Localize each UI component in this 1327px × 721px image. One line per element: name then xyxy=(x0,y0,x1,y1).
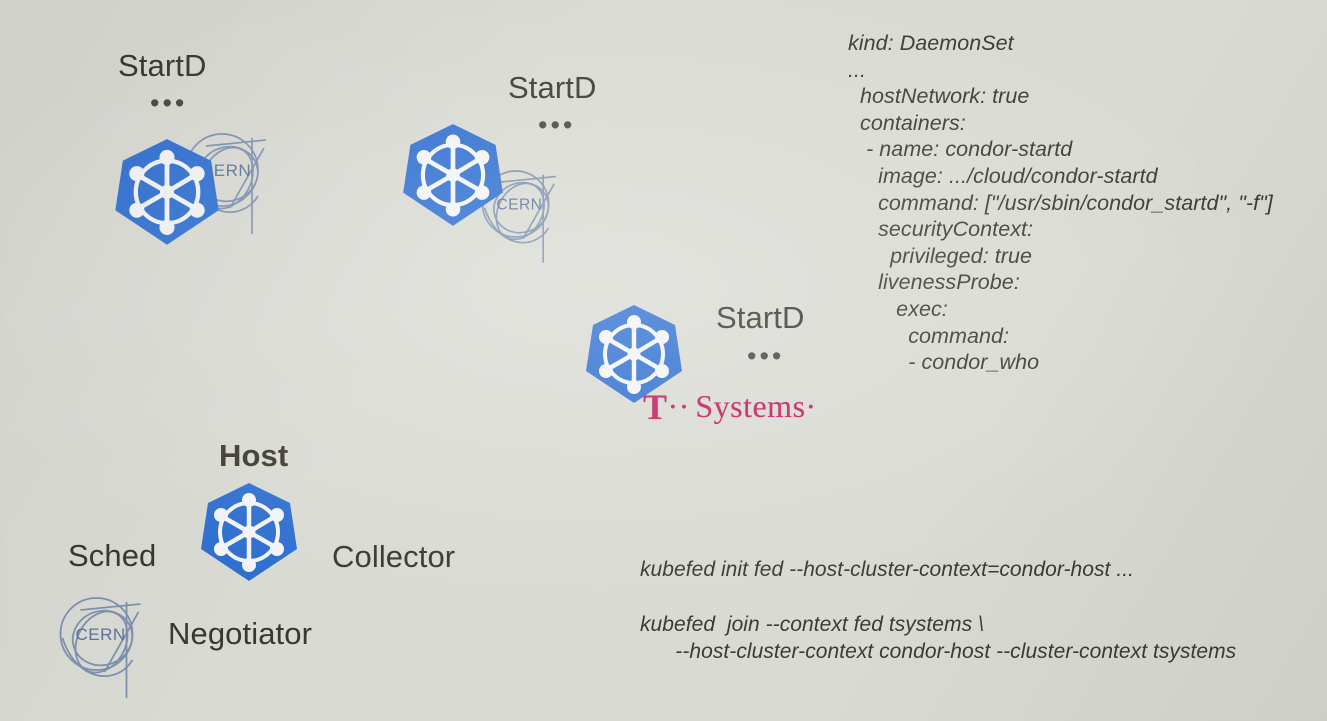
daemonset-yaml: kind: DaemonSet ... hostNetwork: true co… xyxy=(848,30,1273,376)
t-systems-mark: T xyxy=(643,387,668,427)
collector-label: Collector xyxy=(332,539,456,574)
negotiator-label: Negotiator xyxy=(168,616,313,651)
cern-logo-text: CERN xyxy=(201,161,251,180)
cern-logo-text: CERN xyxy=(496,197,542,214)
kubefed-join-command-line-1: kubefed join --context fed tsystems \ xyxy=(640,613,984,636)
yaml-line: kind: DaemonSet xyxy=(848,31,1014,55)
yaml-line: command: ["/usr/sbin/condor_startd", "-f… xyxy=(848,190,1273,215)
t-systems-dot-2: · xyxy=(678,388,696,424)
startd-3-ellipsis: ••• xyxy=(747,341,785,371)
command-spacer xyxy=(640,583,1236,611)
yaml-line: containers: xyxy=(848,110,966,135)
startd-1-label: StartD xyxy=(118,48,207,83)
t-systems-logo: T··Systems· xyxy=(643,384,817,427)
kubernetes-logo xyxy=(199,481,299,585)
yaml-line: command: xyxy=(848,323,1010,348)
kubernetes-logo xyxy=(113,137,221,249)
kubernetes-logo xyxy=(401,122,505,230)
cern-logo-text: CERN xyxy=(76,625,126,644)
t-systems-dot-3: · xyxy=(805,388,817,424)
yaml-line: image: .../cloud/condor-startd xyxy=(848,163,1158,188)
startd-2-ellipsis: ••• xyxy=(538,110,576,140)
kubefed-commands: kubefed init fed --host-cluster-context=… xyxy=(640,556,1236,665)
cern-logo: CERN xyxy=(180,122,280,242)
sched-label: Sched xyxy=(68,538,157,573)
kubefed-join-command-line-2: --host-cluster-context condor-host --clu… xyxy=(640,640,1237,663)
host-label: Host xyxy=(219,438,289,473)
startd-1-ellipsis: ••• xyxy=(150,88,188,118)
cern-logo: CERN xyxy=(477,160,569,270)
cern-logo: CERN xyxy=(52,586,157,706)
yaml-line: - name: condor-startd xyxy=(848,137,1073,162)
yaml-line: ... xyxy=(848,57,867,82)
yaml-line: privileged: true xyxy=(848,243,1032,268)
t-systems-word: Systems xyxy=(695,388,806,424)
startd-3-label: StartD xyxy=(716,300,805,335)
t-systems-dot-1: · xyxy=(667,388,679,424)
startd-2-label: StartD xyxy=(508,70,597,105)
yaml-line: hostNetwork: true xyxy=(848,84,1030,109)
kubernetes-logo xyxy=(584,303,684,407)
kubefed-init-command: kubefed init fed --host-cluster-context=… xyxy=(640,558,1134,581)
yaml-line: securityContext: xyxy=(848,217,1034,242)
yaml-line: - condor_who xyxy=(848,350,1040,375)
yaml-line: livenessProbe: xyxy=(848,270,1020,295)
yaml-line: exec: xyxy=(848,296,948,321)
